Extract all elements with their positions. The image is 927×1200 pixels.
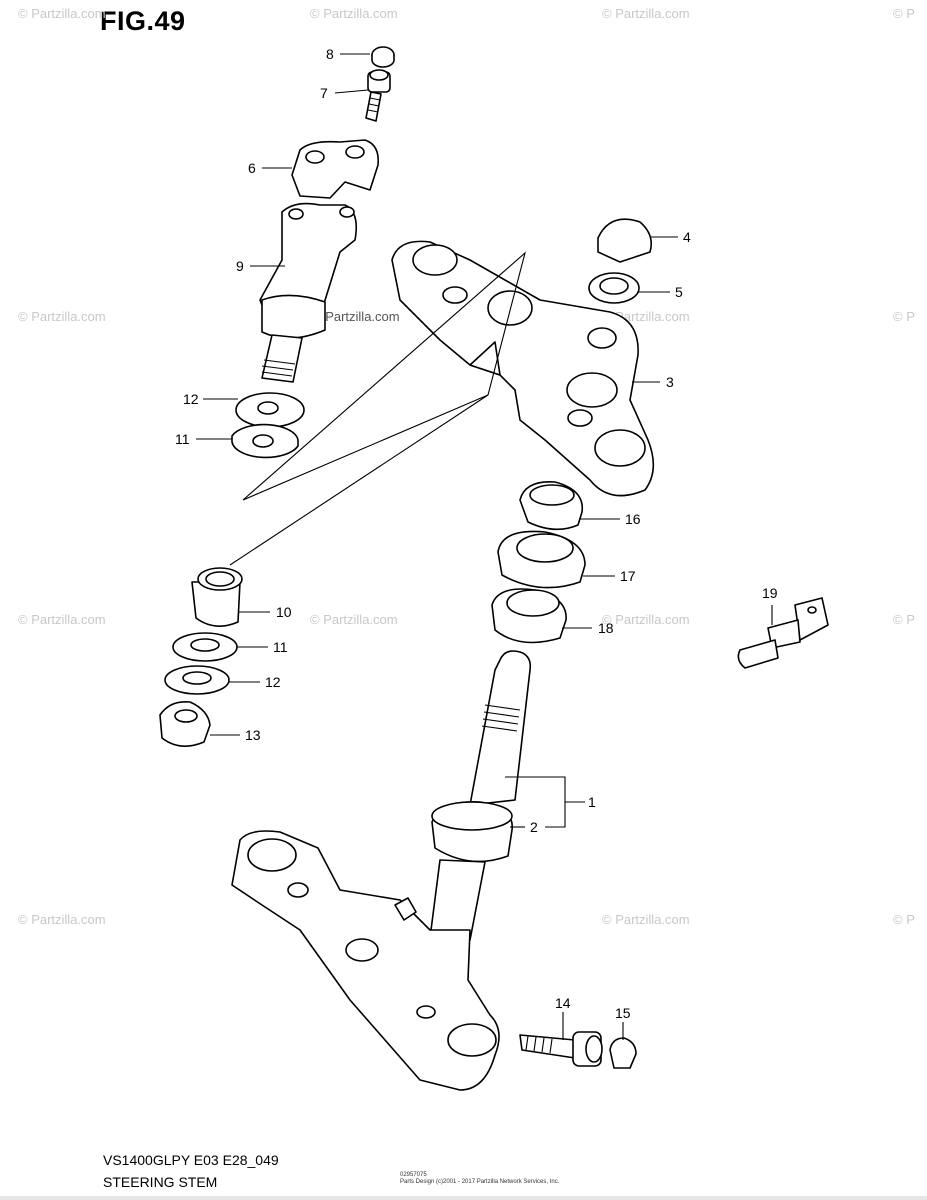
part-5-washer[interactable] <box>588 272 640 304</box>
part-11-washer-upper[interactable] <box>231 423 299 459</box>
callout-16: 16 <box>625 511 641 527</box>
part-3-stem-head[interactable] <box>391 240 655 497</box>
footer-small-print-1: 02957075 <box>400 1172 427 1178</box>
part-4-cap-nut[interactable] <box>597 218 653 263</box>
part-16-lock-nut[interactable] <box>519 481 584 531</box>
part-12-washer-lower[interactable] <box>164 665 230 695</box>
part-6-holder-upper[interactable] <box>291 139 380 199</box>
part-19-key[interactable] <box>737 597 829 669</box>
reference-line <box>229 394 489 566</box>
watermark: © Partzilla.com <box>602 6 690 21</box>
callout-12-upper: 12 <box>183 391 199 407</box>
watermark: © Partzilla.com <box>602 612 690 627</box>
footer-small-print-2: Parts Design (c)2001 - 2017 Partzilla Ne… <box>400 1179 560 1185</box>
watermark: © Partzilla.com <box>18 6 106 21</box>
callout-8: 8 <box>326 46 334 62</box>
callout-7: 7 <box>320 85 328 101</box>
part-8-cap[interactable] <box>371 46 395 68</box>
reference-line <box>242 251 526 501</box>
callout-12-lower: 12 <box>265 674 281 690</box>
callout-3: 3 <box>666 374 674 390</box>
part-10-spacer[interactable] <box>191 567 243 627</box>
watermark: © P <box>893 309 915 324</box>
watermark: © Partzilla.com <box>18 309 106 324</box>
watermark: © P <box>893 6 915 21</box>
part-14-bolt[interactable] <box>519 1031 603 1067</box>
watermark: © Partzilla.com <box>602 912 690 927</box>
callout-6: 6 <box>248 160 256 176</box>
callout-9: 9 <box>236 258 244 274</box>
watermark: © Partzilla.com <box>18 612 106 627</box>
part-17-dust-seal[interactable] <box>497 530 586 589</box>
callout-5: 5 <box>675 284 683 300</box>
part-12-washer-upper[interactable] <box>235 392 305 428</box>
footer-model-code: VS1400GLPY E03 E28_049 <box>103 1152 279 1168</box>
watermark: © P <box>893 912 915 927</box>
callout-11-upper: 11 <box>175 431 190 447</box>
callout-11-lower: 11 <box>273 639 288 655</box>
callout-10: 10 <box>276 604 292 620</box>
part-15-cap-nut[interactable] <box>609 1037 637 1069</box>
callout-13: 13 <box>245 727 261 743</box>
callout-17: 17 <box>620 568 636 584</box>
part-7-bolt[interactable] <box>365 69 391 122</box>
footer-small-print: 02957075 Parts Design (c)2001 - 2017 Par… <box>400 1172 559 1186</box>
watermark-center: © Partzilla.com <box>312 309 400 324</box>
part-11-washer-lower[interactable] <box>172 632 238 662</box>
figure-title: FIG.49 <box>100 6 186 36</box>
bottom-divider <box>0 1196 927 1200</box>
watermark: © Partzilla.com <box>310 6 398 21</box>
part-9-holder-lower[interactable] <box>259 202 358 383</box>
footer-section-name: STEERING STEM <box>103 1174 218 1190</box>
callout-4: 4 <box>683 229 691 245</box>
callout-14: 14 <box>555 995 571 1011</box>
part-13-nut[interactable] <box>159 700 211 747</box>
watermark: © Partzilla.com <box>18 912 106 927</box>
callout-2: 2 <box>530 819 538 835</box>
watermark: © P <box>893 612 915 627</box>
part-18-bearing[interactable] <box>491 588 567 644</box>
watermark: © Partzilla.com <box>310 612 398 627</box>
callout-19: 19 <box>762 585 778 601</box>
callout-15: 15 <box>615 1005 631 1021</box>
callout-1: 1 <box>588 794 596 810</box>
callout-18: 18 <box>598 620 614 636</box>
leader-lines <box>196 53 773 1040</box>
part-2-stem[interactable] <box>231 650 532 1091</box>
